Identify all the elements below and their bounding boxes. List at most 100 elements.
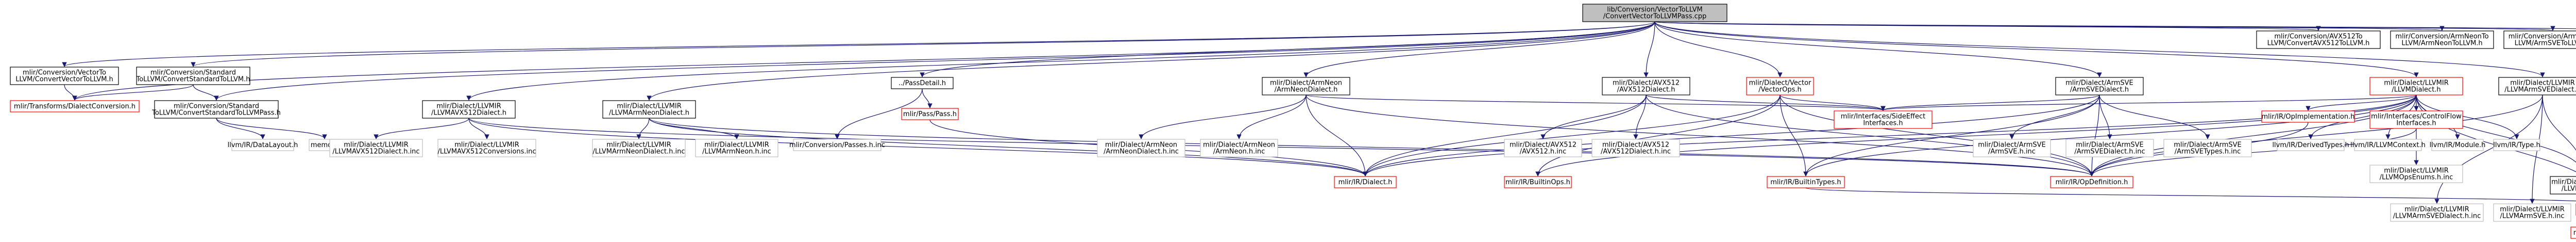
node-box xyxy=(422,100,516,119)
node-armneon-dialect-h[interactable]: mlir/Dialect/ArmNeon/ArmNeonDialect.h xyxy=(1262,77,1350,95)
node-llvm-dialect-h[interactable]: mlir/Dialect/LLVMIR/LLVMDialect.h xyxy=(2369,77,2463,95)
node-label: mlir/Dialect/ArmSVE xyxy=(2076,141,2143,149)
node-label: mlir/Dialect/LLVMIR xyxy=(704,141,769,149)
node-box xyxy=(2261,110,2355,123)
node-label: llvm/IR/Module.h xyxy=(2430,141,2486,149)
node-dialect-h[interactable]: mlir/IR/Dialect.h xyxy=(1334,176,1397,188)
node-armsve-inc: mlir/Dialect/ArmSVE/ArmSVE.h.inc xyxy=(1973,139,2051,157)
edge-root-to-armsve_dialect_h xyxy=(1654,21,2102,77)
edge-passdetail_h-to-pass_h xyxy=(922,88,933,108)
node-box xyxy=(154,100,279,119)
edge-llvm_avx512_h-to-opdefinition_h xyxy=(468,118,2094,176)
edge-avx512_dialect_h-to-avx512_inc xyxy=(1540,94,1647,139)
node-root[interactable]: lib/Conversion/VectorToLLVM/ConvertVecto… xyxy=(1582,4,1727,22)
node-label: mlir/Dialect/ArmSVE xyxy=(2065,79,2133,87)
edge-root-to-llvm_armsve_h xyxy=(1654,21,2545,77)
node-label: mlir/Dialect/LLVMIR xyxy=(2551,179,2576,186)
node-label: mlir/Conversion/VectorTo xyxy=(23,69,106,77)
node-label: mlir/Dialect/LLVMIR xyxy=(2510,79,2574,87)
node-avx512-to-llvm-h[interactable]: mlir/Conversion/AVX512ToLLVM/ConvertAVX5… xyxy=(2256,30,2381,49)
edge-armsve_dialect_h-to-armsve_types_inc xyxy=(2099,94,2210,139)
node-box xyxy=(1262,77,1350,95)
node-label: /LLVMDialect.h xyxy=(2392,86,2441,94)
node-avx512-inc: mlir/Dialect/AVX512/AVX512.h.inc xyxy=(1504,139,1582,157)
edge-llvm_avx512_h-to-llvm_avx512_inc xyxy=(374,118,469,139)
node-box xyxy=(2570,227,2576,239)
node-armneon-to-llvm-h[interactable]: mlir/Conversion/ArmNeonToLLVM/ArmNeonToL… xyxy=(2390,30,2494,49)
node-label: Interfaces.h xyxy=(1863,120,1903,127)
node-box xyxy=(891,77,954,89)
node-llvm-armneon-h[interactable]: mlir/Dialect/LLVMIR/LLVMArmNeonDialect.h xyxy=(602,100,696,119)
node-label: mlir/Dialect/AVX512 xyxy=(1510,141,1577,149)
node-label: Interfaces.h xyxy=(2396,120,2436,127)
node-label: mlir/Conversion/ArmSVETo xyxy=(2509,33,2576,41)
node-label: /AVX512.h.inc xyxy=(1520,148,1567,156)
node-label: mlir/Conversion/ArmNeonTo xyxy=(2395,33,2488,41)
node-box xyxy=(10,100,140,112)
node-label: /ArmSVEDialect.h.inc xyxy=(2074,148,2145,156)
node-label: mlir/Dialect/LLVMIR xyxy=(2384,167,2448,175)
edge-llvm_dialect_h-to-opimpl_h xyxy=(2306,94,2417,111)
edge-controlflow_h-to-opdefinition_h xyxy=(2089,128,2417,176)
node-vtllvm-h[interactable]: mlir/Conversion/VectorToLLVM/ConvertVect… xyxy=(10,67,119,85)
edge-std_to_llvm_pass_h-to-memory xyxy=(216,118,327,139)
node-builtinops-h[interactable]: mlir/IR/BuiltinOps.h xyxy=(1504,176,1572,188)
node-dialect-conversion-h[interactable]: mlir/Transforms/DialectConversion.h xyxy=(10,100,140,112)
node-box xyxy=(1097,139,1185,157)
node-llvm-armsve-conv: mlir/Dialect/LLVMIR/LLVMArmSVE.h.inc xyxy=(2493,203,2571,222)
node-conversion-passes-inc: mlir/Conversion/Passes.h.inc xyxy=(789,139,885,151)
node-label: /ArmNeonDialect.h xyxy=(1275,86,1338,94)
node-box xyxy=(1602,77,1690,95)
dependency-nodes: lib/Conversion/VectorToLLVM/ConvertVecto… xyxy=(10,4,2576,239)
node-typesupport-h[interactable]: mlir/IR/TypeSupport.h xyxy=(2570,227,2576,239)
node-armsve-dialect-h[interactable]: mlir/Dialect/ArmSVE/ArmSVEDialect.h xyxy=(2055,77,2144,95)
node-box xyxy=(136,67,250,85)
node-passdetail-h[interactable]: ../PassDetail.h xyxy=(891,77,954,89)
node-box xyxy=(2354,139,2422,151)
edge-root-to-llvm_armneon_h xyxy=(647,21,1655,101)
node-label: /LLVMArmSVEDialect.h xyxy=(2504,86,2576,94)
node-label: ../PassDetail.h xyxy=(899,79,946,87)
node-vector-ops-h[interactable]: mlir/Dialect/Vector/VectorOps.h xyxy=(1746,77,1814,95)
node-opdefinition-h[interactable]: mlir/IR/OpDefinition.h xyxy=(2050,176,2133,188)
edge-armsve_dialect_h-to-opdefinition_h xyxy=(2089,94,2100,176)
edge-avx512_dialect_h-to-opdefinition_h xyxy=(1646,94,2094,176)
node-std-to-llvm-h[interactable]: mlir/Conversion/StandardToLLVM/ConvertSt… xyxy=(136,67,250,85)
node-label: mlir/IR/TypeSupport.h xyxy=(2573,229,2576,237)
edge-root-to-vector_ops_h xyxy=(1654,21,1783,77)
node-label: /LLVMArmNeonDialect.h xyxy=(609,109,689,117)
node-label: mlir/Dialect/LLVMIR xyxy=(2384,79,2448,87)
node-label: mlir/Dialect/ArmSVE xyxy=(1978,141,2045,149)
node-label: mlir/Transforms/DialectConversion.h xyxy=(14,103,135,110)
node-label: /ArmSVETypes.h.inc xyxy=(2175,148,2241,156)
node-label: /ArmNeonDialect.h.inc xyxy=(1104,148,1179,156)
node-builtintypes-h[interactable]: mlir/IR/BuiltinTypes.h xyxy=(1767,176,1845,188)
node-label: mlir/Interfaces/ControlFlow xyxy=(2371,113,2462,121)
node-label: mlir/IR/BuiltinTypes.h xyxy=(1770,179,1841,186)
node-armsve-to-llvm-h[interactable]: mlir/Conversion/ArmSVEToLLVM/ArmSVEToLLV… xyxy=(2503,30,2576,49)
node-llvm-types-h[interactable]: mlir/Dialect/LLVMIR/LLVMTypes.h xyxy=(2550,176,2576,195)
node-avx512-dialect-h[interactable]: mlir/Dialect/AVX512/AVX512Dialect.h xyxy=(1602,77,1690,95)
node-std-to-llvm-pass-h[interactable]: mlir/Conversion/StandardToLLVM/ConvertSt… xyxy=(151,100,281,119)
edge-llvm_avx512_h-to-dialect_h xyxy=(468,118,1368,176)
node-llvm-avx512-h[interactable]: mlir/Dialect/LLVMIR/LLVMAVX512Dialect.h xyxy=(422,100,516,119)
node-label: mlir/Dialect/ArmNeon xyxy=(1203,141,1275,149)
edge-std_to_llvm_pass_h-to-datalayout_h xyxy=(216,118,265,139)
node-label: /ArmSVE.h.inc xyxy=(1988,148,2036,156)
node-armsve-dialect-inc: mlir/Dialect/ArmSVE/ArmSVEDialect.h.inc xyxy=(2065,139,2154,157)
node-opimpl-h[interactable]: mlir/IR/OpImplementation.h xyxy=(2261,110,2355,123)
node-label: mlir/Conversion/AVX512To xyxy=(2274,33,2362,41)
node-box xyxy=(2493,139,2540,151)
node-armneon-dialect-inc: mlir/Dialect/ArmNeon/ArmNeonDialect.h.in… xyxy=(1097,139,1185,157)
edge-llvm_avx512_h-to-llvm_avx512_conv_inc xyxy=(468,118,489,139)
node-label: /VectorOps.h xyxy=(1758,86,1801,94)
node-box xyxy=(2498,77,2576,95)
node-llvm-armsve-h[interactable]: mlir/Dialect/LLVMIR/LLVMArmSVEDialect.h xyxy=(2498,77,2576,95)
node-label: mlir/Dialect/AVX512 xyxy=(1602,141,1669,149)
edge-llvm_dialect_h-to-builtinops_h xyxy=(1535,94,2417,176)
node-box xyxy=(2369,165,2463,183)
node-box xyxy=(2369,110,2463,129)
node-pass-h[interactable]: mlir/Pass/Pass.h xyxy=(901,108,959,120)
